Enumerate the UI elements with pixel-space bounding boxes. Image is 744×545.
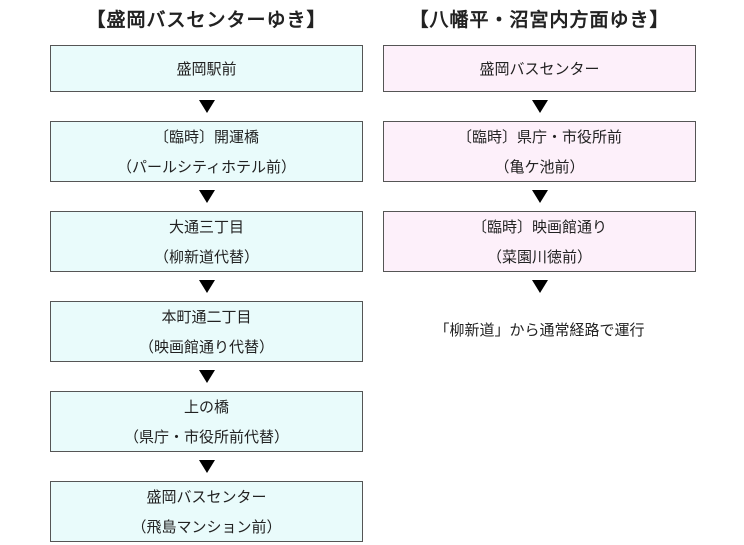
stop-note: （映画館通り代替）	[138, 337, 274, 356]
stop-note: （県庁・市役所前代替）	[123, 427, 289, 446]
right-stop-2: 〔臨時〕県庁・市役所前 （亀ケ池前）	[383, 121, 696, 182]
stop-note: （亀ケ池前）	[494, 157, 585, 176]
stop-note: （柳新道代替）	[153, 247, 259, 266]
left-route-heading: 【盛岡バスセンターゆき】	[86, 9, 327, 31]
stop-name: 大通三丁目	[168, 217, 244, 236]
left-stop-1: 盛岡駅前	[50, 45, 363, 92]
stop-name: 盛岡バスセンター	[479, 59, 600, 78]
left-stop-4: 本町通二丁目 （映画館通り代替）	[50, 301, 363, 362]
right-route-heading: 【八幡平・沼宮内方面ゆき】	[409, 9, 670, 31]
stop-name: 盛岡駅前	[176, 59, 237, 78]
stop-name: 〔臨時〕県庁・市役所前	[456, 127, 622, 146]
stop-name: 本町通二丁目	[161, 307, 252, 326]
right-stop-1: 盛岡バスセンター	[383, 45, 696, 92]
down-arrow-icon	[199, 280, 215, 293]
down-arrow-icon	[532, 190, 548, 203]
right-stop-3: 〔臨時〕映画館通り （菜園川徳前）	[383, 211, 696, 272]
route-note: 「柳新道」から通常経路で運行	[434, 321, 645, 339]
stop-note: （パールシティホテル前）	[116, 157, 297, 176]
left-stop-3: 大通三丁目 （柳新道代替）	[50, 211, 363, 272]
down-arrow-icon	[532, 100, 548, 113]
stop-note: （菜園川徳前）	[486, 247, 592, 266]
stop-name: 〔臨時〕開運橋	[153, 127, 259, 146]
down-arrow-icon	[199, 460, 215, 473]
stop-name: 〔臨時〕映画館通り	[471, 217, 607, 236]
stop-name: 盛岡バスセンター	[146, 487, 267, 506]
stop-name: 上の橋	[183, 397, 229, 416]
down-arrow-icon	[199, 190, 215, 203]
stop-note: （飛島マンション前）	[131, 517, 282, 536]
left-stop-6: 盛岡バスセンター （飛島マンション前）	[50, 481, 363, 542]
left-stop-2: 〔臨時〕開運橋 （パールシティホテル前）	[50, 121, 363, 182]
down-arrow-icon	[199, 100, 215, 113]
left-stop-5: 上の橋 （県庁・市役所前代替）	[50, 391, 363, 452]
down-arrow-icon	[199, 370, 215, 383]
down-arrow-icon	[532, 280, 548, 293]
